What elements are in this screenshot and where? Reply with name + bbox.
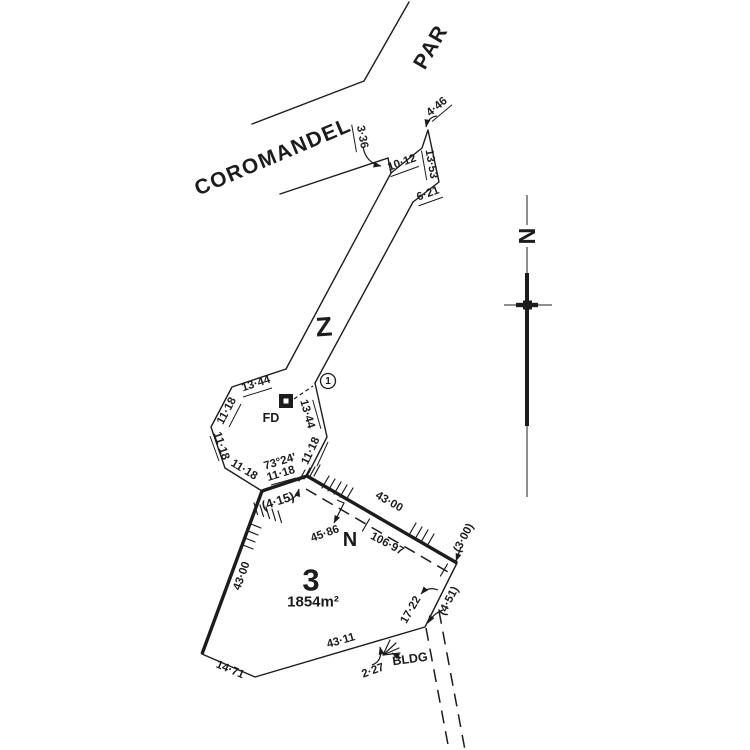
hatch-corner-b-upper xyxy=(298,464,321,482)
underline-11-18-nw xyxy=(228,403,242,428)
leader-4-51-lower xyxy=(427,609,444,624)
leader-3-00 xyxy=(455,546,462,562)
strip-label-z: Z xyxy=(315,311,334,342)
measurement-10-12: 10·12 xyxy=(386,152,418,173)
lot3-boundary-heavy-top xyxy=(261,474,458,565)
fd-monument-square-center xyxy=(283,398,289,404)
dashed-line-southeast-b xyxy=(438,610,466,750)
measurement-4-15: (4·15) xyxy=(260,489,296,513)
underline-11-18-sw xyxy=(229,470,253,486)
corner-point-circle xyxy=(319,372,337,390)
easement-split-tick xyxy=(361,518,371,532)
leader-45-86 xyxy=(333,499,345,524)
hatch-line-bc-near-b xyxy=(321,475,354,501)
measurement-17-22: 17·22 xyxy=(398,594,423,625)
hatch-line-bc-mid xyxy=(408,522,435,547)
measurement-13-44-top: 13·44 xyxy=(240,374,272,395)
measurement-3-36: 3·36 xyxy=(354,125,370,150)
north-label-backing xyxy=(517,225,537,247)
underline-13-53 xyxy=(421,150,428,181)
underline-11-18-s xyxy=(270,477,297,486)
measurement-3-00: (3·00) xyxy=(451,521,476,554)
lot3-boundary-thin xyxy=(201,562,458,678)
leader-4-15 xyxy=(289,488,301,501)
dashed-line-southeast-a xyxy=(425,627,450,750)
underline-13-44-top xyxy=(242,387,273,398)
hatch-edge-fa-inner xyxy=(242,523,262,550)
measurement-4-51: (4·51) xyxy=(436,584,461,617)
building-label: BLDG xyxy=(391,650,428,669)
underline-4-46 xyxy=(431,104,453,122)
lot-area: 1854m² xyxy=(287,594,339,611)
road-boundary-lower xyxy=(279,157,389,195)
hatch-corner-a-inner xyxy=(253,502,283,524)
leader-2-27 xyxy=(371,646,385,666)
strip-left-edge xyxy=(285,172,392,370)
strip-mouth-jog xyxy=(387,157,392,174)
underline-6-21 xyxy=(418,196,444,207)
measurement-14-71: 14·71 xyxy=(214,659,246,682)
underline-11-18-se xyxy=(316,441,329,467)
leader-bldg xyxy=(391,652,402,660)
easement-label-n: N xyxy=(343,529,357,551)
road-boundary-upper xyxy=(251,1,410,125)
measurement-6-21: 6·21 xyxy=(415,184,441,203)
measurement-13-53: 13·53 xyxy=(423,148,440,179)
underline-3-36 xyxy=(351,124,357,153)
easement-end-tick xyxy=(439,563,449,577)
lot-number: 3 xyxy=(302,563,319,598)
octagon-outline-right xyxy=(306,382,328,477)
north-point-symbol: N xyxy=(504,195,552,497)
leader-3-36 xyxy=(362,146,382,168)
measurement-45-86: 45·86 xyxy=(309,523,341,544)
measurement-4-46: 4·46 xyxy=(424,95,449,119)
easement-dashed-line xyxy=(305,488,449,573)
street-name-par: PAR xyxy=(409,21,453,73)
north-label: N xyxy=(514,228,540,245)
fd-monument-label: FD xyxy=(263,411,280,425)
lot3-boundary-heavy-left xyxy=(200,490,264,655)
leader-4-46 xyxy=(424,115,438,128)
underline-11-18-w xyxy=(209,435,220,462)
measurement-2-27: 2·27 xyxy=(360,661,386,680)
street-name-coromandel: COROMANDEL xyxy=(191,114,354,201)
strip-top-and-hook xyxy=(314,129,440,384)
underline-13-44-right xyxy=(312,399,322,429)
measurement-11-18-nw: 11·18 xyxy=(215,395,239,427)
measurement-43-00-ne: 43·00 xyxy=(373,489,404,514)
underline-10-12 xyxy=(390,165,419,178)
measurement-11-18-sw: 11·18 xyxy=(229,457,260,482)
measurement-106-97: 106·97 xyxy=(368,530,405,557)
fd-monument-leader xyxy=(293,385,314,400)
corner-point-number: 1 xyxy=(325,376,331,387)
leader-4-51-upper xyxy=(420,586,439,595)
